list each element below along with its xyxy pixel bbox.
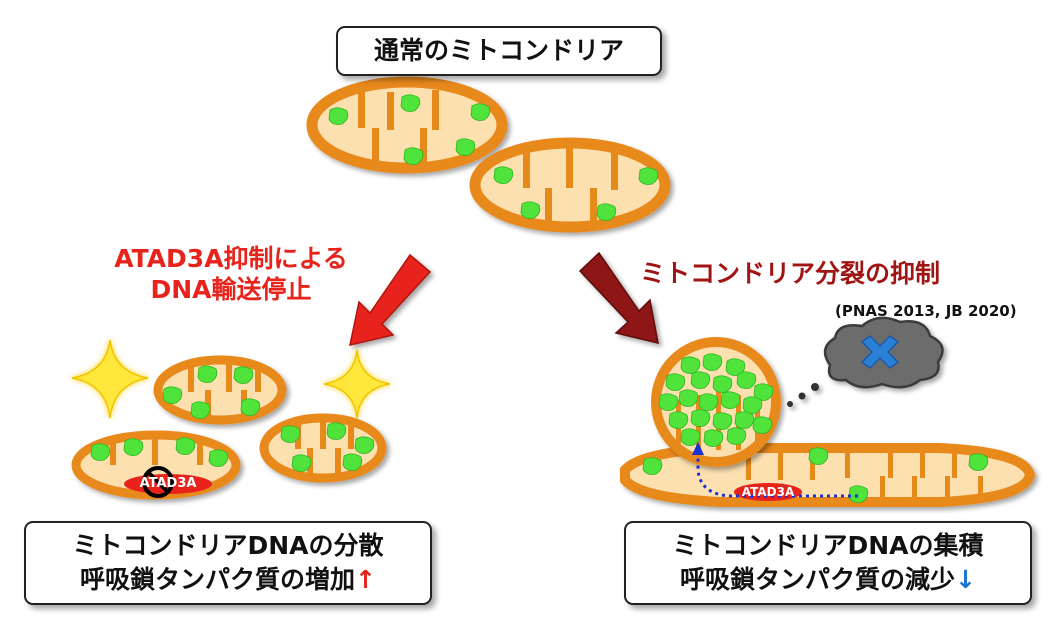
top-mitochondrion-1 [306,76,508,174]
right-pathway-label: ミトコンドリア分裂の抑制 [640,259,941,288]
citation: (PNAS 2013, JB 2020) [835,302,1017,320]
bottom-right-line2: 呼吸鎖タンパク質の減少↓ [680,563,976,597]
bottom-left-line1: ミトコンドリアDNAの分散 [72,531,384,560]
blue-dotted-arrow [692,442,858,498]
bottom-right-line2-text: 呼吸鎖タンパク質の減少 [680,565,956,594]
sparkle-right [323,349,391,419]
top-title-box: 通常のミトコンドリア [336,26,662,76]
left-pathway-label-line2: DNA輸送停止 [150,275,312,304]
bottom-left-line2-text: 呼吸鎖タンパク質の増加 [80,565,356,594]
sparkle-left [71,339,149,419]
bottom-left-line2: 呼吸鎖タンパク質の増加↑ [80,563,376,597]
top-mitochondrion-2 [469,137,671,233]
right-dna-bulb [651,337,781,467]
left-red-arrow [349,253,432,346]
prohibited-icon [142,466,174,498]
atad3a-label-left: ATAD3A [139,476,197,491]
bottom-right-line1: ミトコンドリアDNAの集積 [672,531,984,560]
thought-dots [787,383,819,407]
blue-cross-icon [860,335,900,369]
left-pathway-label: ATAD3A抑制による DNA輸送停止 [86,243,376,305]
left-mitochondrion-right [259,413,387,483]
increase-arrow-icon: ↑ [355,565,376,594]
bottom-right-box: ミトコンドリアDNAの集積 呼吸鎖タンパク質の減少↓ [624,521,1032,605]
atad3a-label-right: ATAD3A [741,485,795,499]
bottom-left-box: ミトコンドリアDNAの分散 呼吸鎖タンパク質の増加↑ [24,521,432,605]
left-mitochondrion-upper [153,355,287,425]
decrease-arrow-icon: ↓ [955,565,976,594]
left-pathway-label-line1: ATAD3A抑制による [114,244,348,273]
top-title: 通常のミトコンドリア [373,36,624,65]
right-dark-arrow [578,251,659,344]
